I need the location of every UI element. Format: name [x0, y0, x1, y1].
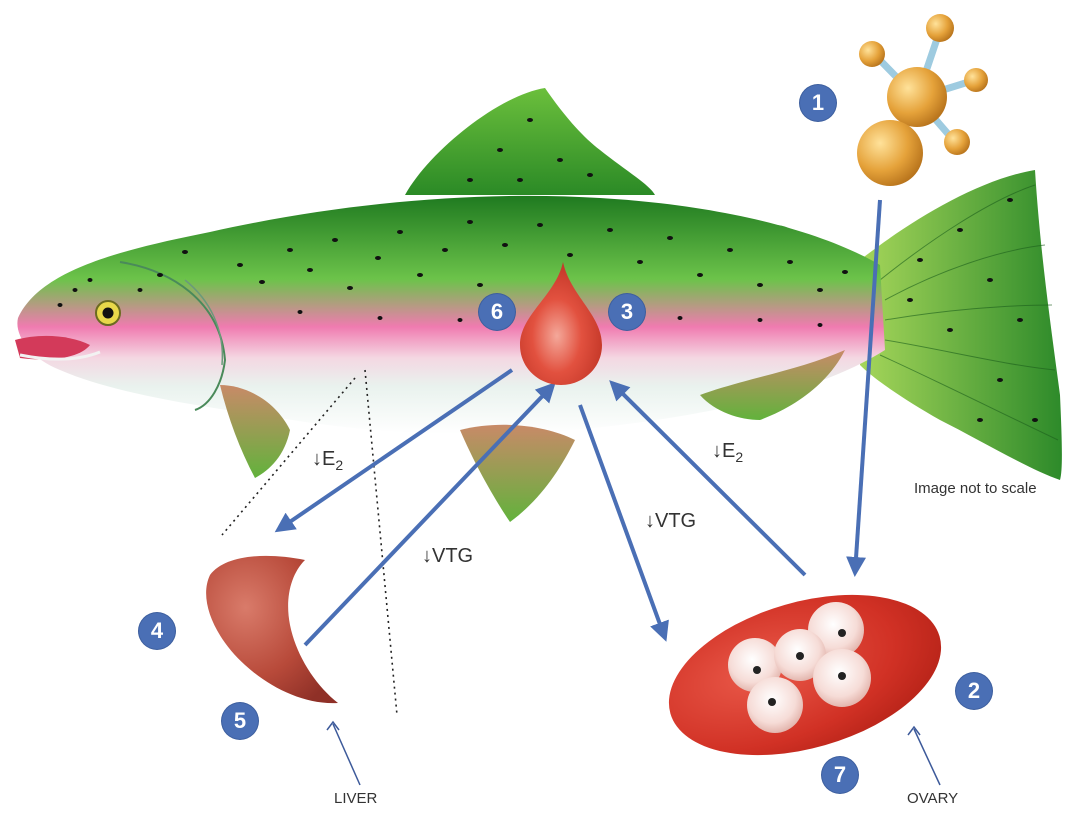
e2-right-text: ↓E: [712, 440, 735, 462]
liver-pointer: [333, 724, 360, 785]
step-badge-5: 5: [222, 703, 258, 739]
step-badge-3: 3: [609, 294, 645, 330]
ovary-pointer: [914, 729, 940, 785]
step-badge-4: 4: [139, 613, 175, 649]
pelvic-fin: [460, 425, 575, 522]
molecule-icon: [857, 14, 988, 186]
vtg-label-right: ↓VTG: [645, 510, 696, 533]
step-badge-6: 6: [479, 294, 515, 330]
step-badge-1: 1: [800, 85, 836, 121]
liver-label: LIVER: [334, 790, 377, 807]
e2-right-subscript: 2: [735, 449, 743, 465]
ovary-icon: [650, 566, 959, 784]
step-badge-7: 7: [822, 757, 858, 793]
e2-left-subscript: 2: [335, 457, 343, 473]
step-badge-2: 2: [956, 673, 992, 709]
e2-left-text: ↓E: [312, 448, 335, 470]
vtg-label-left: ↓VTG: [422, 545, 473, 568]
e2-label-left: ↓E2: [312, 448, 343, 473]
ovary-label: OVARY: [907, 790, 958, 807]
not-to-scale-caption: Image not to scale: [914, 480, 1037, 497]
tail-fin: [860, 170, 1062, 480]
e2-label-right: ↓E2: [712, 440, 743, 465]
dorsal-fin: [405, 88, 655, 195]
